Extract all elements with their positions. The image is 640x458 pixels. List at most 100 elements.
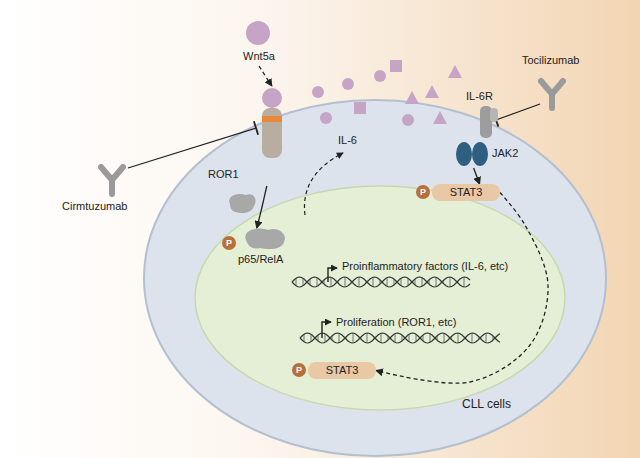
dna-rung [338, 281, 339, 283]
kinase-lobe [456, 142, 472, 166]
dna-strand [300, 333, 500, 343]
dna-rung [451, 337, 452, 339]
dna-rung [366, 281, 367, 283]
protein-blob [245, 228, 285, 249]
dna-strand [300, 333, 500, 343]
dna-rung [486, 333, 487, 343]
kinase-lobe [472, 142, 488, 166]
antibody-symbol [101, 167, 123, 194]
dna-rung [388, 336, 389, 340]
node-label: ROR1 [208, 168, 239, 181]
dna-rung [303, 278, 304, 285]
protein-blob: p65/RelA [228, 228, 300, 268]
dna-rung [339, 333, 340, 343]
dna-rung [415, 279, 416, 285]
cell-ellipse: ROR1p65/RelAIL-6RJAK2STAT3STAT3CLL cells [143, 98, 607, 458]
receptor-body [262, 108, 282, 158]
dna-rung [296, 278, 297, 285]
dna-rung [493, 336, 494, 340]
dna-rung [345, 277, 346, 287]
antibody-symbol [541, 81, 563, 108]
protein-pill: STAT3 [432, 184, 500, 201]
protein-blob [229, 194, 255, 213]
phospho-mark: P [222, 236, 236, 250]
dna-rung [346, 337, 347, 339]
inhibition-line [496, 104, 540, 120]
cytokine-molecule [425, 85, 439, 98]
node-label: STAT3 [308, 362, 376, 379]
dna-rung [430, 334, 431, 343]
receptor-shape: ROR1 [208, 86, 292, 186]
cytokine-molecule [342, 78, 354, 90]
cytokine-molecule [448, 65, 462, 78]
dna-rung [311, 334, 312, 341]
gene-label: Proinflammatory factors (IL-6, etc) [342, 260, 508, 273]
dna-strand [292, 277, 470, 287]
dna-rung [374, 337, 375, 339]
dna-rung [332, 336, 333, 340]
dna-rung [317, 278, 318, 287]
nucleus [195, 186, 565, 410]
dna-rung [422, 278, 423, 287]
dna-rung [458, 333, 459, 343]
dna-rung [472, 333, 473, 343]
dna-rung [380, 280, 381, 284]
cytokine-label: IL-6 [338, 134, 357, 147]
ligand-circle [246, 21, 270, 45]
dna-rung [324, 280, 325, 284]
dna-rung [325, 334, 326, 343]
cytokine-molecule [390, 60, 402, 72]
dna-rung [479, 337, 480, 339]
drug-label: Cirmtuzumab [62, 200, 127, 213]
dna-rung [444, 333, 445, 343]
dna-rung [395, 334, 396, 343]
dna-strand [292, 277, 470, 287]
membrane-band [262, 116, 282, 122]
dna-rung [409, 334, 410, 341]
ligand-circle: Wnt5a [234, 20, 284, 66]
node-label: STAT3 [432, 184, 500, 201]
dna-rung [359, 277, 360, 287]
signal-arrow [259, 66, 272, 86]
gene-label: Proliferation (ROR1, etc) [336, 316, 456, 329]
node-label: Wnt5a [234, 50, 284, 63]
protein-pill [432, 184, 500, 201]
dna-rung [402, 335, 403, 341]
dna-rung [464, 277, 465, 287]
cytokine-molecule [354, 102, 366, 114]
signal-arrow [474, 168, 480, 184]
node-label: CLL cells [462, 398, 511, 411]
receptor-shape: IL-6R [466, 90, 514, 138]
node-label: p65/RelA [238, 253, 283, 266]
phospho-mark: P [416, 185, 430, 199]
bound-ligand [262, 88, 282, 108]
drug-label: Tocilizumab [522, 54, 579, 67]
dna-rung [443, 281, 444, 283]
dna-rung [394, 279, 395, 285]
cell-membrane [144, 100, 606, 456]
protein-pill [308, 362, 376, 379]
dna-rung [310, 279, 311, 285]
transcription-arrow [328, 268, 337, 282]
dna-rung [367, 333, 368, 343]
cytokine-molecule [374, 70, 386, 82]
cytokine-molecule [405, 91, 419, 104]
dna-rung [353, 333, 354, 343]
kinase-shape: JAK2 [452, 140, 524, 168]
dna-rung [401, 278, 402, 285]
signal-arrow [257, 186, 267, 228]
receptor-cap [490, 108, 498, 122]
dna-rung [387, 278, 388, 287]
cytokine-molecule [312, 86, 324, 98]
dna-rung [437, 336, 438, 340]
cytokine-molecule [402, 114, 414, 126]
inhibition-line [128, 128, 256, 168]
dna-rung [423, 335, 424, 341]
dna-rung [318, 335, 319, 341]
secretion-arrow [304, 153, 343, 215]
cytokine-molecule [433, 111, 447, 124]
dna-rung [373, 277, 374, 287]
